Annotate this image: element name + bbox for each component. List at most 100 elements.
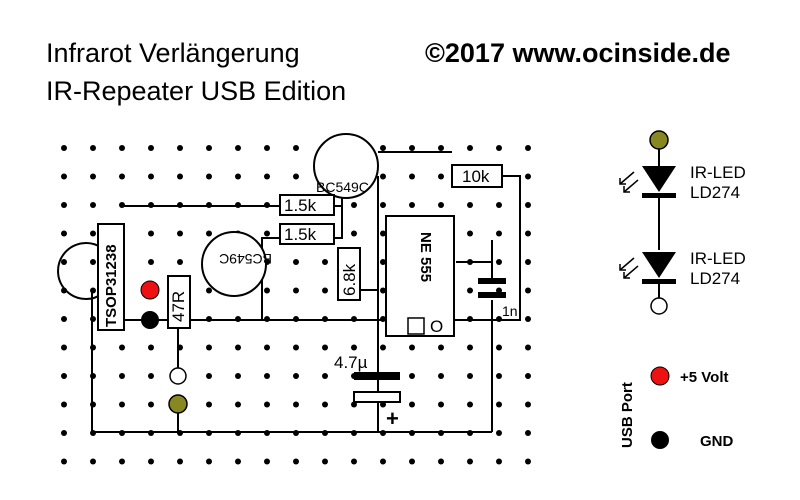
grid-hole (322, 287, 328, 294)
grid-hole (61, 230, 67, 237)
ic-ne555 (385, 215, 455, 337)
grid-hole (467, 230, 473, 237)
grid-hole (61, 458, 67, 465)
grid-hole (119, 458, 125, 465)
grid-hole (148, 230, 154, 237)
grid-hole (322, 458, 328, 465)
led1-name: IR-LED (690, 163, 746, 182)
grid-hole (467, 458, 473, 465)
grid-hole (293, 287, 299, 294)
grid-hole (148, 458, 154, 465)
grid-hole (206, 173, 212, 180)
grid-hole (438, 202, 444, 208)
grid-hole (380, 287, 386, 294)
grid-hole (61, 344, 67, 351)
grid-hole (467, 401, 473, 408)
grid-hole (119, 373, 125, 379)
grid-hole (119, 145, 125, 151)
grid-hole (525, 401, 531, 408)
grid-hole (380, 230, 386, 237)
led2-bar (642, 279, 676, 284)
grid-hole (380, 202, 386, 208)
led1-bar (642, 193, 676, 198)
grid-hole (525, 287, 531, 294)
resistor-6k8-label: 6.8k (340, 263, 359, 296)
grid-hole (148, 259, 154, 265)
grid-hole (90, 173, 96, 180)
resistor-10k-label: 10k (462, 167, 490, 186)
grid-hole (90, 458, 96, 465)
resistor-6k8 (337, 247, 361, 301)
grid-hole (177, 458, 183, 465)
led2-icon (642, 252, 676, 278)
grid-hole (380, 344, 386, 351)
grid-hole (235, 344, 241, 351)
transistor-t1-label: BC549C (316, 179, 369, 195)
grid-hole (235, 173, 241, 180)
grid-hole (264, 287, 270, 294)
grid-hole (351, 344, 357, 351)
grid-hole (438, 173, 444, 180)
grid-hole (235, 373, 241, 379)
grid-hole (496, 458, 502, 465)
cap-elko-plate-neg (354, 372, 400, 380)
grid-hole (148, 344, 154, 351)
cap-elko-label: 4.7µ (334, 353, 368, 372)
resistor-1k5-a-label: 1.5k (284, 196, 317, 215)
grid-hole (496, 230, 502, 237)
grid-hole (525, 316, 531, 322)
grid-hole (525, 373, 531, 379)
grid-hole (409, 202, 415, 208)
title-line1: Infrarot Verlängerung (46, 38, 300, 68)
transistor-t1 (313, 133, 379, 199)
transistor-t2-label: BC549C (219, 251, 272, 267)
resistor-1k5-b (279, 223, 335, 245)
usb-gnd-label: GND (700, 433, 734, 450)
grid-hole (148, 373, 154, 379)
grid-hole (293, 458, 299, 465)
grid-hole (525, 259, 531, 265)
grid-hole (90, 259, 96, 265)
grid-hole (235, 145, 241, 151)
grid-hole (438, 373, 444, 379)
led1-emission-icon (619, 171, 639, 193)
grid-hole (119, 173, 125, 180)
resistor-1k5-b-label: 1.5k (284, 225, 317, 244)
grid-hole (90, 230, 96, 237)
grid-hole (438, 458, 444, 465)
grid-hole (322, 373, 328, 379)
grid-hole (148, 145, 154, 151)
pad-open (169, 367, 187, 385)
grid-hole (380, 173, 386, 180)
grid-hole (525, 430, 531, 436)
usb-plus-pad (650, 366, 670, 386)
led2-emission-icon (619, 257, 639, 279)
tsop-dome (57, 242, 103, 300)
grid-hole (525, 173, 531, 180)
grid-hole (409, 373, 415, 379)
grid-hole (496, 145, 502, 151)
grid-hole (380, 259, 386, 265)
grid-hole (119, 401, 125, 408)
ic-ne555-label: NE 555 (417, 232, 434, 282)
grid-hole (409, 458, 415, 465)
grid-hole (409, 173, 415, 180)
grid-hole (351, 230, 357, 237)
grid-hole (380, 458, 386, 465)
grid-hole (496, 401, 502, 408)
pad-black (141, 311, 159, 329)
grid-hole (293, 401, 299, 408)
usb-port-label: USB Port (619, 382, 636, 448)
led2-name: IR-LED (690, 249, 746, 268)
grid-hole (496, 373, 502, 379)
grid-hole (467, 373, 473, 379)
led1-type: LD274 (690, 183, 740, 202)
grid-hole (264, 230, 270, 237)
grid-hole (438, 344, 444, 351)
grid-hole (525, 344, 531, 351)
grid-hole (264, 173, 270, 180)
cap-1n-plate-b (478, 292, 506, 298)
pad-red (140, 280, 160, 300)
grid-hole (61, 145, 67, 151)
